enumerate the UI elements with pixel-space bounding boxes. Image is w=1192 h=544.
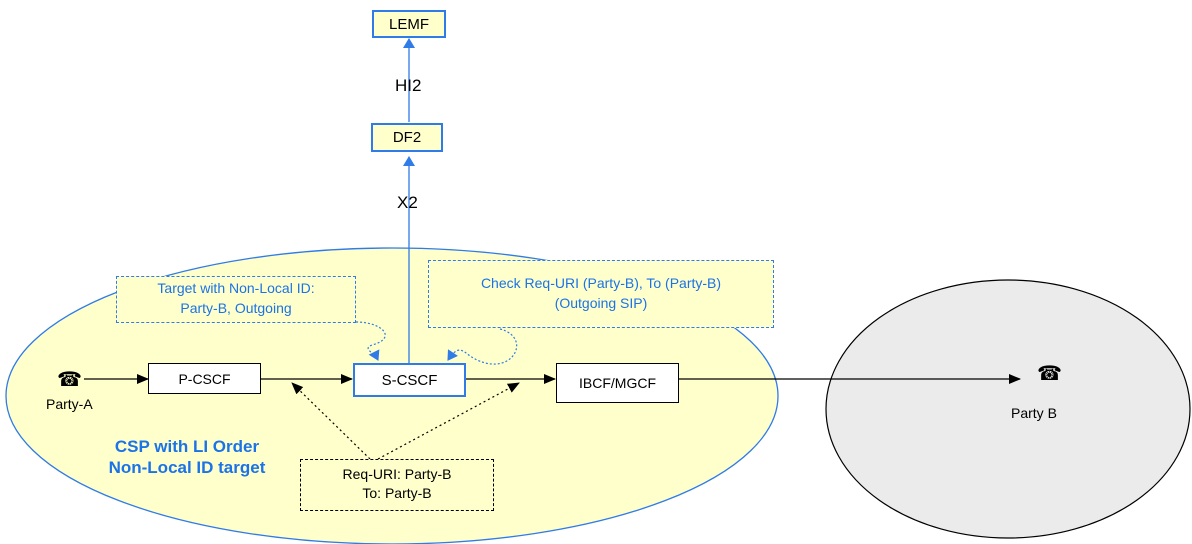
check-note-line-2: (Outgoing SIP) — [554, 295, 648, 311]
hi2-label: HI2 — [395, 76, 422, 95]
df2-node[interactable]: DF2 — [371, 123, 443, 152]
pointer-requri-to-scscf-link — [377, 382, 520, 460]
pointer-check-note-to-scscf — [447, 328, 518, 365]
csp-label-line-1: CSP with LI Order — [114, 437, 260, 456]
party-b-domain-ellipse — [825, 279, 1191, 539]
x2-label: X2 — [397, 193, 418, 212]
target-note-line-2: Party-B, Outgoing — [180, 300, 292, 316]
pcscf-node[interactable]: P-CSCF — [148, 363, 261, 394]
csp-label: CSP with LI Order Non-Local ID target — [72, 436, 302, 478]
check-note: Check Req-URI (Party-B), To (Party-B) (O… — [428, 260, 774, 328]
telephone-icon: ☎ — [1037, 361, 1062, 385]
scscf-node[interactable]: S-CSCF — [353, 363, 466, 397]
lemf-node[interactable]: LEMF — [372, 10, 446, 38]
telephone-icon: ☎ — [57, 367, 82, 391]
check-note-line-1: Check Req-URI (Party-B), To (Party-B) — [480, 275, 722, 291]
requri-note-line-1: Req-URI: Party-B — [342, 466, 452, 482]
target-note: Target with Non-Local ID: Party-B, Outgo… — [116, 276, 356, 323]
pointer-requri-to-pcscf-link — [291, 382, 371, 460]
csp-label-line-2: Non-Local ID target — [108, 458, 266, 477]
requri-note: Req-URI: Party-B To: Party-B — [300, 459, 494, 511]
pointer-target-note-to-scscf — [355, 321, 386, 361]
party-a-label: Party-A — [46, 396, 93, 412]
party-b-label: Party B — [1011, 405, 1057, 421]
target-note-line-1: Target with Non-Local ID: — [157, 280, 315, 296]
ibcf-mgcf-node[interactable]: IBCF/MGCF — [556, 363, 679, 403]
requri-note-line-2: To: Party-B — [362, 485, 432, 501]
